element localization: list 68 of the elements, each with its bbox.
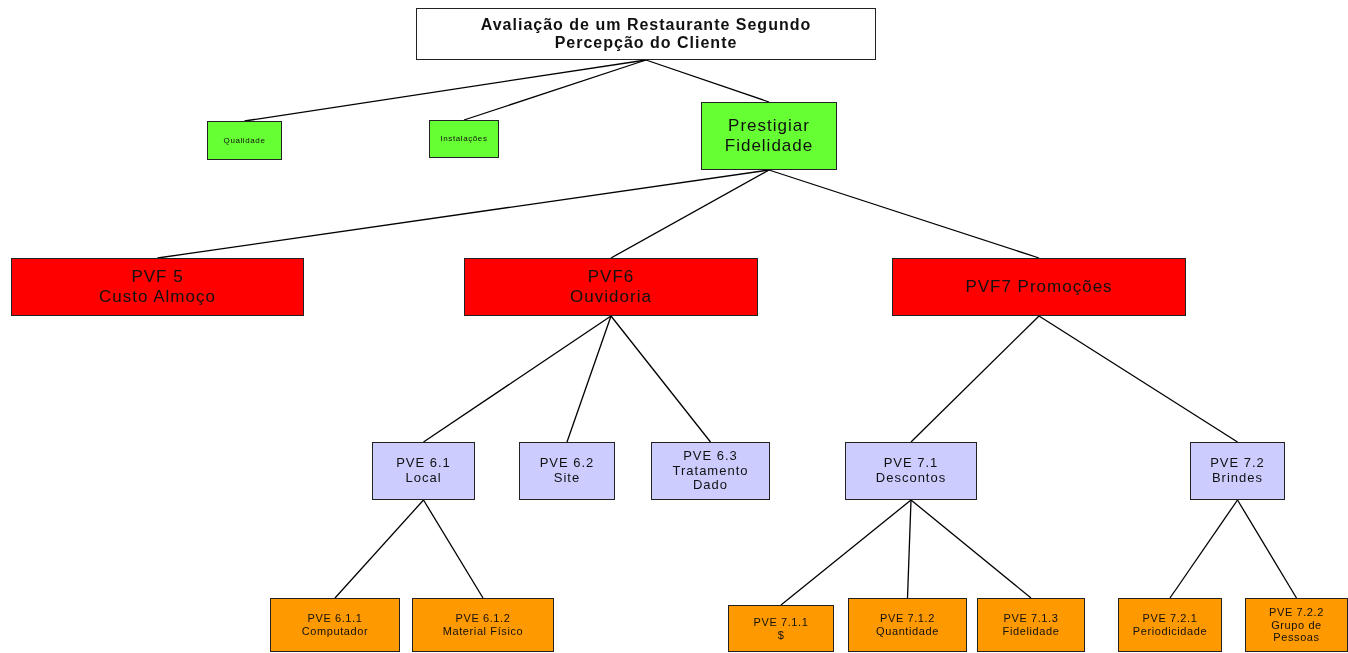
node-label: Descontos <box>875 471 947 486</box>
node-label: Custo Almoço <box>99 287 216 307</box>
connector-line <box>768 169 1040 259</box>
node-label: Quantidade <box>876 625 939 638</box>
connector-line <box>566 315 612 443</box>
title-box <box>416 8 876 60</box>
node-code: PVE 7.1.3 <box>1003 612 1059 625</box>
node-label: Instalações <box>440 134 488 144</box>
subcategory-box <box>845 442 977 500</box>
node-code: PVE 7.2 <box>1210 456 1265 471</box>
connector-line <box>906 499 912 599</box>
node-code: PVF6 <box>587 267 635 287</box>
criterion-box <box>701 102 837 170</box>
node-label: Computador <box>301 625 369 638</box>
connector-line <box>645 59 770 103</box>
node-label: Grupo de Pessoas <box>1270 618 1323 644</box>
item-box <box>728 605 834 652</box>
connector-line <box>780 499 912 606</box>
node-label: Tratamento Dado <box>671 463 750 494</box>
node-label: Avaliação de um Restaurante Segundo Percepção do Cliente <box>479 15 813 53</box>
node-code: PVE 6.1.2 <box>455 612 511 625</box>
connector-line <box>463 59 647 121</box>
node-code: PVE 7.1 <box>883 456 939 471</box>
connector-line <box>610 315 712 443</box>
node-code: PVE 6.2 <box>539 456 595 471</box>
category-box <box>11 258 304 316</box>
connector-line <box>1038 315 1239 443</box>
item-box <box>977 598 1085 652</box>
node-code: PVF 5 <box>131 267 184 287</box>
connector-line <box>422 315 612 443</box>
node-label: Prestigiar Fidelidade <box>723 116 815 156</box>
item-box <box>270 598 400 652</box>
node-label: Local <box>405 471 442 486</box>
node-label: Site <box>553 471 581 486</box>
node-label: Fidelidade <box>1002 625 1060 638</box>
subcategory-box <box>1190 442 1285 500</box>
connector-line <box>910 315 1040 443</box>
node-code: PVE 7.1.1 <box>753 615 809 629</box>
connector-line <box>1236 499 1298 599</box>
connector-line <box>610 169 770 259</box>
node-label: Brindes <box>1211 471 1264 486</box>
node-label: Material Físico <box>442 625 524 638</box>
item-box <box>848 598 967 652</box>
criterion-box <box>429 120 499 158</box>
item-box <box>1118 598 1222 652</box>
node-label: Qualidade <box>223 135 266 146</box>
node-label: Ouvidoria <box>570 287 652 307</box>
category-box <box>464 258 758 316</box>
node-code: PVE 7.2.2 <box>1269 606 1324 619</box>
node-code: PVE 6.1 <box>396 456 451 471</box>
connector-line <box>334 499 425 599</box>
node-label: Periodicidade <box>1132 625 1208 638</box>
node-code: PVE 7.1.2 <box>880 612 935 625</box>
item-box <box>412 598 554 652</box>
node-code: PVE 7.2.1 <box>1142 612 1198 625</box>
subcategory-box <box>372 442 475 500</box>
node-code: PVE 6.1.1 <box>307 612 363 625</box>
connector-line <box>910 499 1032 599</box>
item-box <box>1245 598 1348 652</box>
criterion-box <box>207 121 282 160</box>
category-box <box>892 258 1186 316</box>
node-label: PVF7 Promoções <box>965 277 1113 297</box>
connector-line <box>422 499 484 599</box>
subcategory-box <box>651 442 770 500</box>
connector-line <box>1169 499 1239 599</box>
node-label: $ <box>777 628 785 642</box>
node-code: PVE 6.3 <box>683 448 738 464</box>
subcategory-box <box>519 442 615 500</box>
